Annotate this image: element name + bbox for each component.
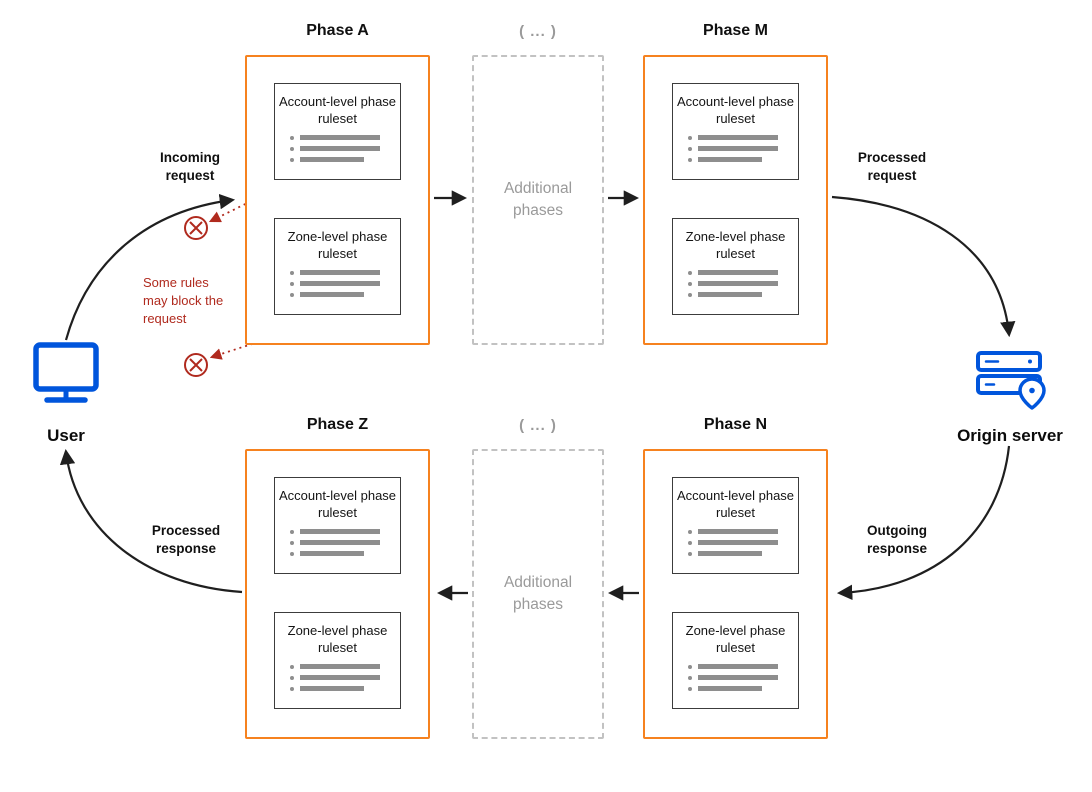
- blocked-x-icon: [184, 216, 208, 240]
- incoming-request-label: Incoming request: [160, 150, 220, 184]
- outgoing-response-arrow: [836, 445, 1011, 601]
- block-arrow-zone: [209, 313, 345, 360]
- phase-z-title: Phase Z: [306, 416, 369, 433]
- zone-ruleset-label: Zone-level phase ruleset: [685, 623, 786, 656]
- user-label: User: [47, 426, 85, 445]
- account-ruleset-card: Account-level phase ruleset: [274, 477, 401, 574]
- processed-request-arrow: [831, 195, 1016, 338]
- ruleset-list-icon: [688, 270, 798, 298]
- ruleset-list-icon: [290, 664, 400, 692]
- processed-response-label: Processed response: [151, 523, 221, 557]
- zone-ruleset-label: Zone-level phase ruleset: [287, 623, 388, 656]
- phase-a-box: Account-level phase ruleset Zone-level p…: [245, 55, 430, 345]
- phase-n-title: Phase N: [703, 416, 768, 433]
- origin-server-icon: [976, 351, 1046, 410]
- phase-m-title: Phase M: [703, 22, 768, 39]
- zone-ruleset-card: Zone-level phase ruleset: [274, 218, 401, 315]
- account-ruleset-label: Account-level phase ruleset: [278, 94, 397, 127]
- incoming-request-arrow: [64, 193, 236, 341]
- blocked-x-icon: [184, 353, 208, 377]
- additional-phases-label: Additional phases: [503, 574, 573, 613]
- account-ruleset-card: Account-level phase ruleset: [274, 83, 401, 180]
- block-warning-label: Some rules may block the request: [143, 275, 224, 327]
- phase-n-box: Account-level phase ruleset Zone-level p…: [643, 449, 828, 739]
- zone-ruleset-card: Zone-level phase ruleset: [274, 612, 401, 709]
- account-ruleset-label: Account-level phase ruleset: [278, 488, 397, 521]
- additional-phases-top-title: ( ... ): [519, 23, 557, 40]
- ruleset-list-icon: [688, 664, 798, 692]
- processed-response-arrow: [59, 448, 243, 594]
- account-ruleset-label: Account-level phase ruleset: [676, 94, 795, 127]
- ruleset-list-icon: [688, 529, 798, 557]
- user-monitor-icon: [33, 342, 99, 403]
- account-ruleset-label: Account-level phase ruleset: [676, 488, 795, 521]
- additional-phases-top-box: Additional phases: [472, 55, 604, 345]
- zone-ruleset-card: Zone-level phase ruleset: [672, 612, 799, 709]
- origin-server-label: Origin server: [957, 426, 1063, 445]
- additional-phases-bottom-title: ( ... ): [519, 417, 557, 434]
- ruleset-list-icon: [290, 270, 400, 298]
- phase-m-box: Account-level phase ruleset Zone-level p…: [643, 55, 828, 345]
- zone-ruleset-label: Zone-level phase ruleset: [685, 229, 786, 262]
- zone-ruleset-card: Zone-level phase ruleset: [672, 218, 799, 315]
- processed-request-label: Processed request: [857, 150, 927, 184]
- ruleset-list-icon: [290, 529, 400, 557]
- phase-a-title: Phase A: [306, 22, 369, 39]
- account-ruleset-card: Account-level phase ruleset: [672, 83, 799, 180]
- account-ruleset-card: Account-level phase ruleset: [672, 477, 799, 574]
- additional-phases-bottom-box: Additional phases: [472, 449, 604, 739]
- location-pin-icon: [1018, 377, 1046, 410]
- zone-ruleset-label: Zone-level phase ruleset: [287, 229, 388, 262]
- ruleset-list-icon: [290, 135, 400, 163]
- additional-phases-label: Additional phases: [503, 180, 573, 219]
- outgoing-response-label: Outgoing response: [866, 523, 928, 557]
- ruleset-list-icon: [688, 135, 798, 163]
- phase-z-box: Account-level phase ruleset Zone-level p…: [245, 449, 430, 739]
